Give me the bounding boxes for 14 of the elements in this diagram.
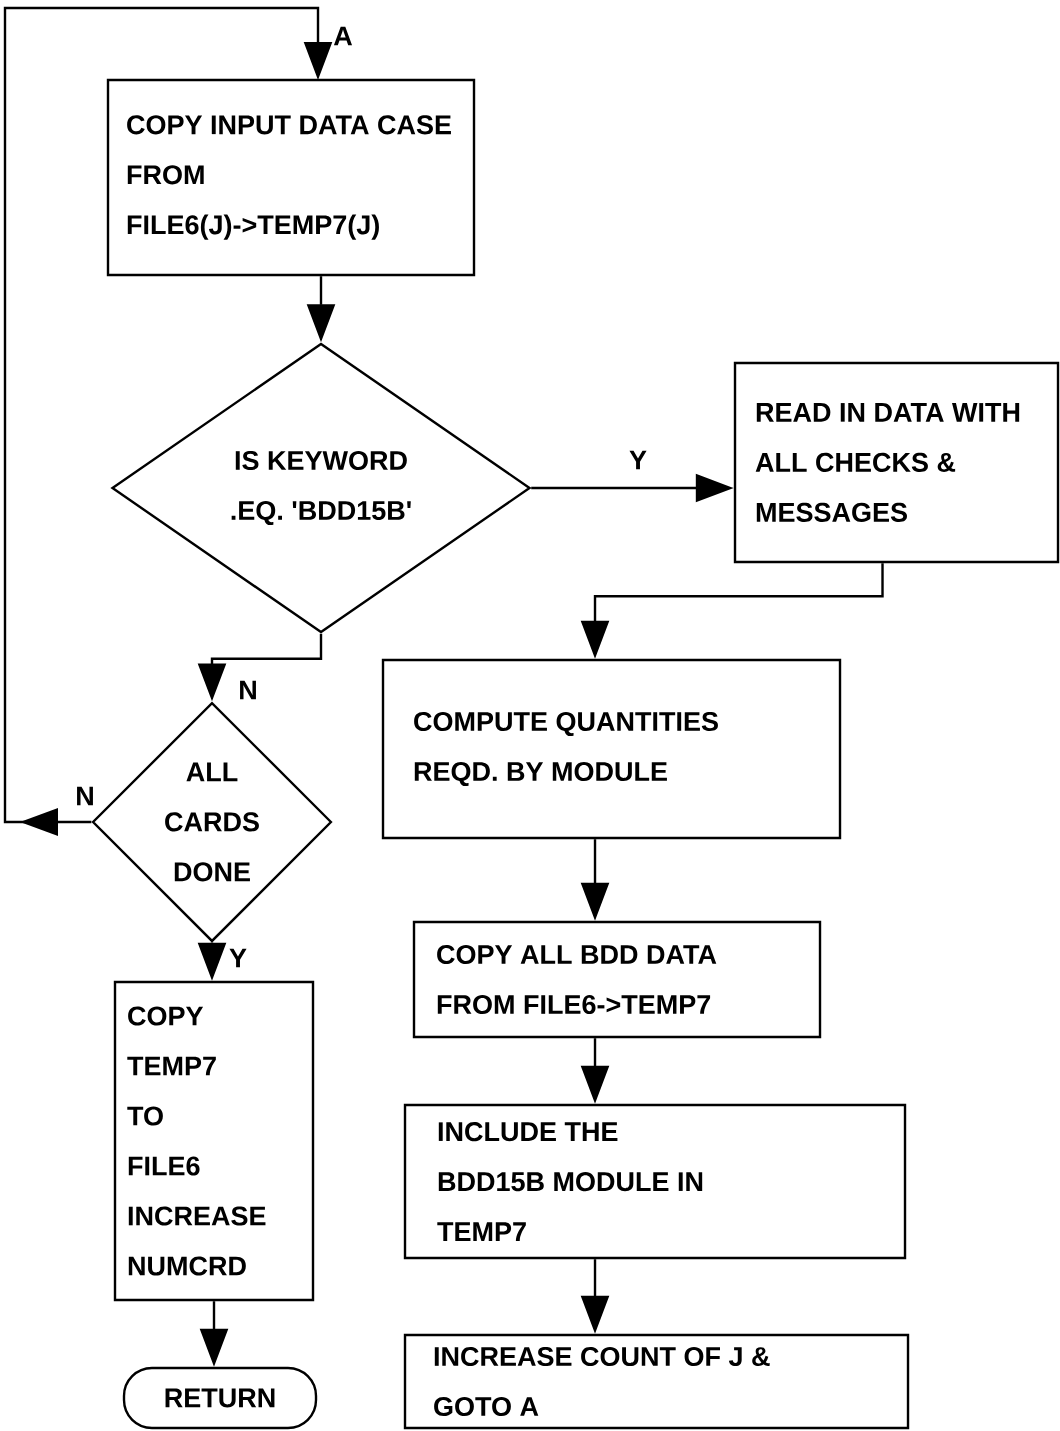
process-box: COPY INPUT DATA CASE FROM FILE6(J)->TEMP7(J) — [106, 78, 476, 277]
edge-label: Y — [229, 948, 247, 968]
process-box: COPY TEMP7 TO FILE6 INCREASE NUMCRD — [113, 980, 315, 1302]
process-box: COPY ALL BDD DATA FROM FILE6->TEMP7 — [412, 920, 822, 1039]
edge-label: N — [240, 680, 256, 700]
process-box: INCREASE COUNT OF J & GOTO A — [403, 1333, 910, 1430]
connector-label: A — [333, 26, 353, 46]
edge-label: Y — [629, 450, 647, 470]
process-box: READ IN DATA WITH ALL CHECKS & MESSAGES — [733, 361, 1060, 564]
terminal-box: RETURN — [122, 1366, 318, 1430]
process-box: INCLUDE THE BDD15B MODULE IN TEMP7 — [403, 1103, 907, 1260]
edge-label: N — [77, 786, 93, 806]
arrow — [3, 6, 333, 836]
process-box: COMPUTE QUANTITIES REQD. BY MODULE — [381, 658, 842, 840]
